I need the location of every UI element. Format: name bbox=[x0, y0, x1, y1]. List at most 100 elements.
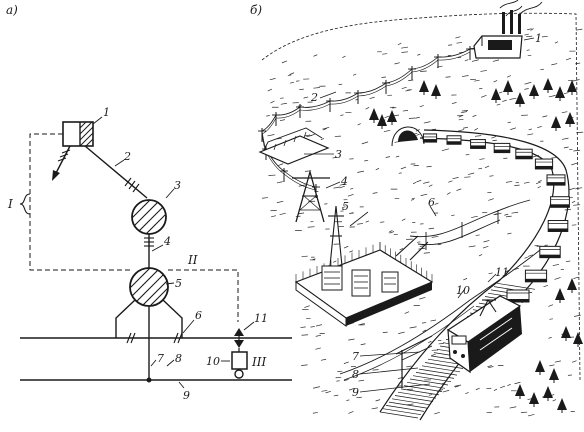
schematic-diagram: а) bbox=[6, 3, 292, 402]
wagon-underframe bbox=[471, 145, 486, 148]
terrain-stroke bbox=[489, 176, 493, 177]
sleeper bbox=[383, 409, 421, 415]
terrain-stroke bbox=[515, 382, 521, 383]
terrain-stroke bbox=[419, 297, 425, 299]
terrain-stroke bbox=[348, 339, 354, 340]
terrain-stroke bbox=[553, 264, 559, 265]
terrain-stroke bbox=[304, 97, 309, 98]
terrain-stroke bbox=[401, 47, 408, 48]
terrain-stroke bbox=[406, 366, 411, 367]
terrain-stroke bbox=[385, 116, 389, 118]
terrain-stroke bbox=[462, 75, 469, 76]
terrain-stroke bbox=[366, 107, 369, 109]
tree-icon bbox=[515, 384, 525, 396]
terrain-stroke bbox=[301, 256, 307, 257]
brace-I bbox=[20, 194, 30, 214]
label-4: 4 bbox=[163, 235, 171, 248]
terrain-stroke bbox=[455, 37, 460, 38]
sleeper bbox=[395, 396, 433, 402]
label-11: 11 bbox=[254, 312, 268, 325]
terrain-stroke bbox=[416, 134, 419, 135]
terrain-stroke bbox=[304, 306, 309, 308]
terrain-stroke bbox=[549, 95, 556, 97]
terrain-stroke bbox=[407, 404, 414, 405]
tree-icon bbox=[567, 278, 577, 290]
terrain-stroke bbox=[491, 137, 496, 139]
terrain-stroke bbox=[421, 194, 428, 195]
contact-wire bbox=[20, 333, 292, 343]
terrain-stroke bbox=[461, 111, 467, 112]
terrain-stroke bbox=[271, 216, 276, 217]
terrain-stroke bbox=[313, 87, 319, 88]
terrain-stroke bbox=[277, 201, 283, 203]
terrain-stroke bbox=[349, 251, 353, 252]
terrain-stroke bbox=[408, 80, 413, 81]
terrain-stroke bbox=[537, 127, 542, 128]
terrain-stroke bbox=[481, 95, 487, 97]
terrain-stroke bbox=[555, 361, 561, 362]
terrain-stroke bbox=[376, 400, 380, 401]
terrain-stroke bbox=[499, 92, 502, 93]
terrain-stroke bbox=[372, 408, 378, 409]
tree-icon bbox=[567, 80, 577, 92]
label-6: 6 bbox=[195, 309, 202, 322]
sleeper bbox=[386, 405, 424, 411]
terrain-stroke bbox=[364, 160, 368, 161]
terrain-stroke bbox=[474, 80, 479, 81]
roman-label-II: II bbox=[187, 253, 198, 267]
terrain-stroke bbox=[350, 188, 353, 189]
terrain-stroke bbox=[479, 159, 484, 160]
label-1: 1 bbox=[103, 106, 110, 119]
tree-icon bbox=[491, 88, 501, 100]
terrain-stroke bbox=[527, 29, 531, 30]
sleeper bbox=[419, 369, 457, 375]
label-b-7: 7 bbox=[352, 350, 359, 363]
terrain-stroke bbox=[348, 194, 354, 196]
terrain-stroke bbox=[313, 55, 317, 57]
terrain-stroke bbox=[447, 192, 450, 194]
terrain-stroke bbox=[478, 168, 482, 169]
terrain-stroke bbox=[316, 325, 322, 326]
terrain-stroke bbox=[394, 115, 399, 116]
terrain-stroke bbox=[562, 138, 569, 139]
wagon-underframe bbox=[535, 166, 552, 169]
terrain-stroke bbox=[434, 412, 440, 414]
sleeper bbox=[422, 366, 460, 372]
wagon-underframe bbox=[548, 228, 568, 231]
tree-icon bbox=[535, 360, 545, 372]
terrain-stroke bbox=[465, 392, 468, 393]
terrain-stroke bbox=[266, 115, 269, 116]
power-wire bbox=[276, 110, 300, 118]
terrain-stroke bbox=[506, 216, 512, 217]
terrain-stroke bbox=[282, 61, 287, 63]
terrain-stroke bbox=[480, 70, 486, 71]
tree-icon bbox=[503, 80, 513, 92]
terrain-stroke bbox=[420, 105, 424, 106]
label-b-10: 10 bbox=[456, 284, 470, 297]
terrain-stroke bbox=[333, 261, 336, 262]
terrain-stroke bbox=[442, 149, 449, 151]
tree-icon bbox=[549, 368, 559, 380]
terrain-stroke bbox=[485, 166, 489, 168]
schematic-labels: 1 2 3 4 5 6 7 8 9 10 11 I II III bbox=[7, 106, 268, 402]
power-plant-building bbox=[474, 0, 542, 58]
terrain-stroke bbox=[268, 89, 272, 91]
terrain-stroke bbox=[373, 370, 379, 371]
power-wire bbox=[358, 86, 386, 96]
terrain-stroke bbox=[386, 157, 390, 158]
wagon-underframe bbox=[516, 156, 532, 159]
terrain-stroke bbox=[401, 52, 408, 53]
terrain-stroke bbox=[300, 327, 305, 328]
tree-icon bbox=[515, 92, 525, 104]
label-9: 9 bbox=[183, 389, 190, 402]
label-3: 3 bbox=[174, 179, 181, 192]
sleeper bbox=[380, 412, 418, 418]
terrain-stroke bbox=[373, 193, 378, 194]
terrain-stroke bbox=[316, 335, 321, 336]
wagon-underframe bbox=[540, 255, 560, 258]
terrain-stroke bbox=[528, 414, 534, 416]
label-b-4: 4 bbox=[340, 175, 348, 188]
terrain-stroke bbox=[348, 411, 353, 413]
terrain-stroke bbox=[536, 182, 541, 184]
